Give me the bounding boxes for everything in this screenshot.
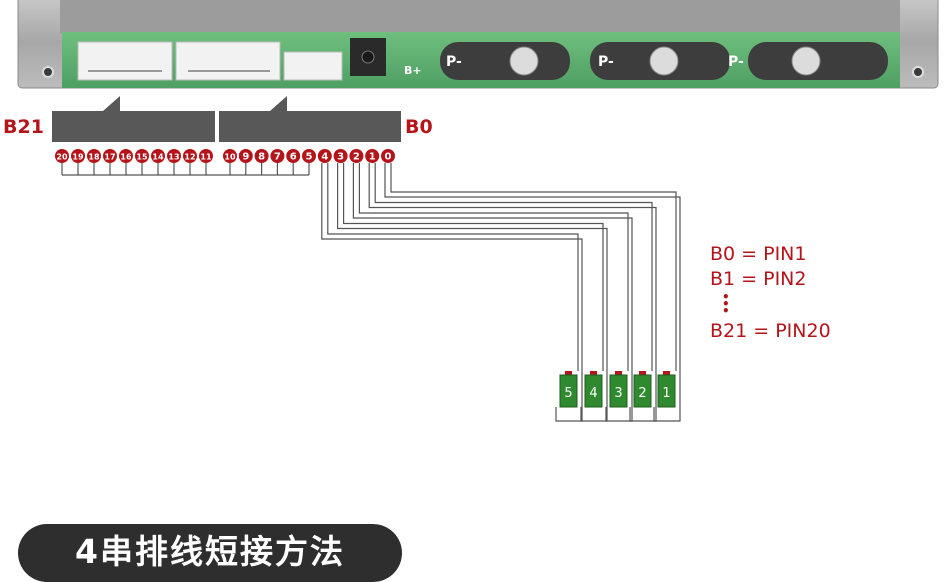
cell-label: 3 — [614, 386, 622, 401]
silk-b-plus: B+ — [404, 64, 422, 77]
cell-4: 4 — [584, 371, 603, 408]
pin-5: 5 — [302, 149, 316, 163]
cell-label: 2 — [638, 386, 646, 401]
pin-17: 17 — [103, 149, 117, 163]
cell-3: 3 — [609, 371, 628, 408]
bolt-icon — [509, 46, 821, 76]
banner-title: 4串排线短接方法 — [75, 532, 345, 571]
header-label-b0: B0 — [405, 116, 433, 138]
pin-label: 2 — [353, 152, 360, 163]
pin-8: 8 — [254, 149, 269, 163]
pin-11: 11 — [199, 149, 213, 163]
cell-5: 5 — [559, 371, 578, 408]
sense-cables — [321, 163, 681, 422]
cable-fold-left — [103, 96, 120, 111]
pin-18: 18 — [87, 149, 101, 163]
mount-hole-right-icon — [912, 66, 924, 78]
pin-label: 12 — [184, 153, 195, 162]
pin-10: 10 — [223, 149, 237, 163]
pin-6: 6 — [286, 149, 301, 163]
connector-pin-marks — [88, 70, 270, 72]
pin-label: 0 — [385, 152, 392, 163]
cable-outer — [384, 163, 681, 422]
cable-outer — [368, 163, 657, 422]
cell-label: 5 — [564, 386, 572, 401]
battery-cells: 5 4 3 2 1 — [559, 371, 676, 408]
heatsink-plate — [60, 0, 900, 34]
cable-header-blocks — [52, 96, 401, 142]
legend-line-b1: B1 = PIN2 — [710, 268, 807, 290]
cable-inner — [390, 163, 677, 371]
pin-label: 10 — [224, 153, 236, 162]
silk-p-minus-3: P- — [728, 54, 744, 70]
pin-label: 3 — [337, 152, 344, 163]
pin-bus — [61, 163, 310, 176]
pin-legend: B0 = PIN1 B1 = PIN2 ••• B21 = PIN20 — [710, 242, 831, 344]
pin-3: 3 — [333, 149, 348, 163]
pin-label: 13 — [168, 153, 179, 162]
pin-1: 1 — [365, 149, 380, 163]
pin-label: 4 — [321, 152, 328, 163]
bms-board: P- P- P- B+ — [17, 0, 939, 89]
connector-aux — [283, 51, 343, 81]
pin-label: 18 — [88, 153, 100, 162]
cell-2: 2 — [633, 371, 652, 408]
cable-outer — [352, 163, 633, 422]
cell-label: 1 — [662, 386, 670, 401]
pin-0: 0 — [381, 149, 395, 163]
pin-20: 20 — [55, 149, 69, 163]
cable-inner — [374, 163, 653, 371]
pin-label: 1 — [369, 152, 376, 163]
title-banner: 4串排线短接方法 — [18, 524, 402, 582]
pin-19: 19 — [71, 149, 85, 163]
pin-label: 8 — [258, 152, 265, 163]
pin-label: 16 — [120, 153, 132, 162]
pin-16: 16 — [119, 149, 133, 163]
ellipsis-icon: ••• — [722, 290, 730, 318]
pin-14: 14 — [151, 149, 165, 163]
cable-inner — [343, 163, 604, 371]
cable-outer — [321, 163, 583, 422]
pin-label: 7 — [274, 152, 281, 163]
pin-label: 20 — [56, 153, 68, 162]
header-block-left — [52, 111, 215, 142]
connector-b1-b10 — [175, 41, 281, 81]
pin-label: 17 — [104, 153, 115, 162]
pin-13: 13 — [167, 149, 181, 163]
silk-p-minus-2: P- — [598, 54, 614, 70]
cable-outer — [337, 163, 608, 422]
pin-label: 11 — [200, 153, 212, 162]
pin-7: 7 — [270, 149, 285, 163]
header-label-b21: B21 — [3, 116, 44, 138]
pin-label: 6 — [290, 152, 297, 163]
pin-label: 14 — [152, 153, 164, 162]
cable-inner — [327, 163, 579, 371]
cell-label: 4 — [589, 386, 597, 401]
pin-9: 9 — [238, 149, 253, 163]
pin-2: 2 — [349, 149, 364, 163]
pin-4: 4 — [317, 149, 332, 163]
cable-inner — [358, 163, 629, 371]
pin-12: 12 — [183, 149, 197, 163]
pin-label: 9 — [242, 152, 249, 163]
legend-line-b0: B0 = PIN1 — [710, 243, 807, 265]
mount-hole-left-icon — [42, 66, 54, 78]
cable-fold-right — [270, 96, 287, 111]
silk-p-minus-1: P- — [446, 54, 462, 70]
pin-label: 5 — [306, 152, 313, 163]
pin-label: 15 — [136, 153, 148, 162]
connector-b11-b20 — [77, 41, 173, 81]
header-block-right — [219, 111, 401, 142]
legend-line-b21: B21 = PIN20 — [710, 320, 831, 342]
pin-15: 15 — [135, 149, 149, 163]
cell-1: 1 — [657, 371, 676, 408]
pin-label: 19 — [72, 153, 84, 162]
